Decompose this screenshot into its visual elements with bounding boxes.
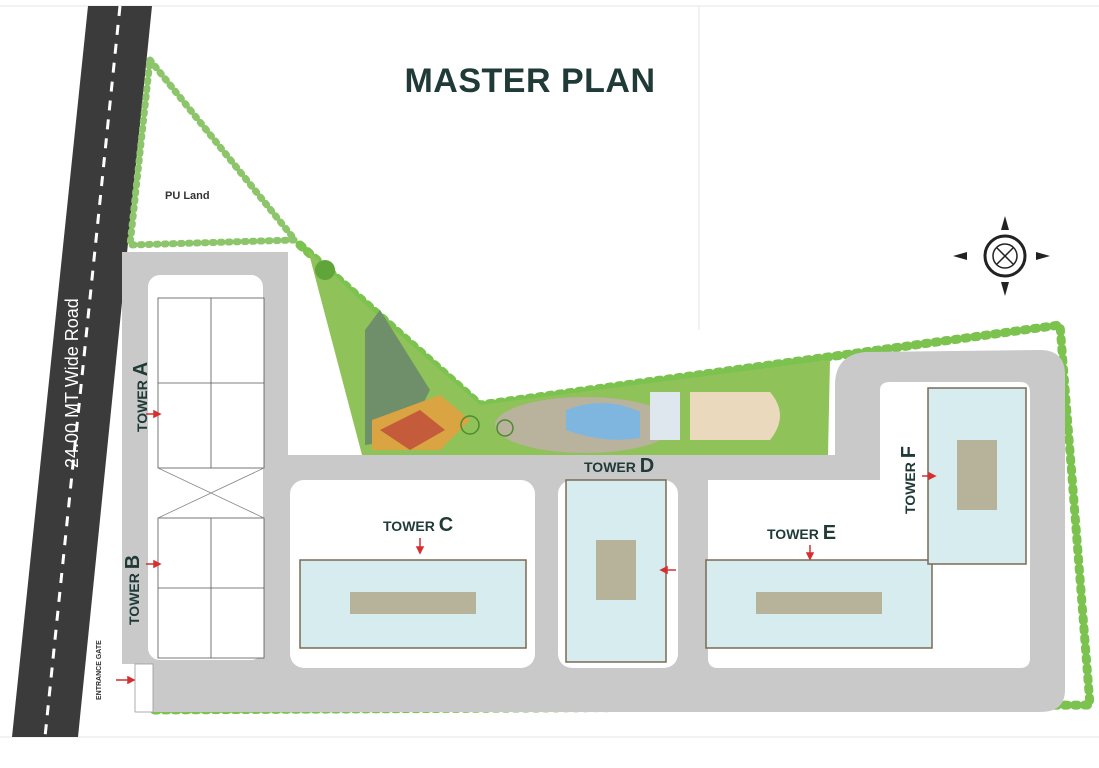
tower-blocks xyxy=(157,297,265,659)
tower-a-label: TOWER A xyxy=(130,362,153,432)
pu-land-label: PU Land xyxy=(165,190,210,202)
tower-a-prefix: TOWER xyxy=(134,376,150,432)
tower-b-letter: B xyxy=(122,554,144,570)
tower-e-label: TOWER E xyxy=(767,522,836,545)
road-centerline xyxy=(43,5,122,738)
tower-f-block xyxy=(927,387,1027,565)
swimming-pool xyxy=(566,402,640,440)
tower-c-prefix: TOWER xyxy=(383,518,439,534)
tower-b-prefix: TOWER xyxy=(126,569,142,625)
gate-pad xyxy=(134,663,154,713)
tower-f-prefix: TOWER xyxy=(902,458,918,514)
tower-d-prefix: TOWER xyxy=(584,459,640,475)
tower-c-letter: C xyxy=(438,514,454,536)
tower-c-label: TOWER C xyxy=(383,514,453,537)
tower-e-prefix: TOWER xyxy=(767,526,823,542)
pu-land-boundary xyxy=(126,51,303,249)
tower-d-block xyxy=(565,479,667,663)
page-title: MASTER PLAN xyxy=(404,62,656,100)
entrance-gate-label: ENTRANCE GATE xyxy=(96,640,103,700)
compass-rose-icon xyxy=(953,216,1050,296)
road-label: 24.00 MT Wide Road xyxy=(62,298,82,468)
tower-c-block xyxy=(299,559,527,649)
tower-f-label: TOWER F xyxy=(898,446,921,514)
tower-d-label: TOWER D xyxy=(584,455,654,478)
tower-e-block xyxy=(705,559,933,649)
tower-d-letter: D xyxy=(639,455,655,477)
tower-e-letter: E xyxy=(822,522,837,544)
tower-a-letter: A xyxy=(130,361,152,377)
amenity-landscape xyxy=(308,250,830,455)
entry-arrows xyxy=(116,409,937,685)
tower-b-label: TOWER B xyxy=(122,555,145,625)
tower-f-letter: F xyxy=(898,446,920,459)
